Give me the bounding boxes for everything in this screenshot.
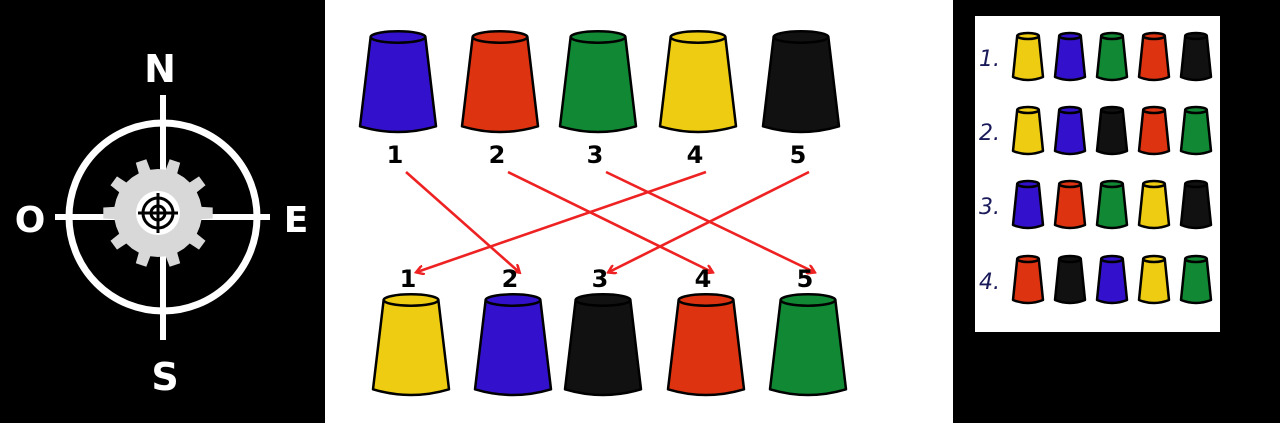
compass-icon: N S E O	[15, 47, 309, 399]
answer-row-2[interactable]: 2.	[979, 105, 1213, 156]
bottom-cup-1	[371, 293, 451, 397]
answer-label-4: 4.	[979, 270, 1000, 295]
top-cup-3	[558, 30, 638, 134]
move-arrow-2-to-4	[507, 170, 712, 272]
answer-3-cup-4	[1137, 179, 1171, 230]
move-arrow-4-to-1	[417, 170, 707, 272]
bottom-cup-label-3: 3	[592, 265, 609, 293]
answer-3-cup-3	[1095, 179, 1129, 230]
answer-label-3: 3.	[979, 195, 1000, 220]
top-cup-label-3: 3	[587, 141, 604, 169]
answer-label-1: 1.	[979, 47, 1000, 72]
answer-4-cup-2	[1053, 254, 1087, 305]
compass-panel: N S E O	[0, 0, 325, 423]
bottom-cup-label-4: 4	[695, 265, 712, 293]
top-cup-2	[460, 30, 540, 134]
top-cup-label-5: 5	[790, 141, 807, 169]
answer-2-cup-1	[1011, 105, 1045, 156]
answer-1-cup-3	[1095, 31, 1129, 82]
move-arrow-5-to-3	[609, 170, 810, 272]
answer-3-cup-2	[1053, 179, 1087, 230]
compass-west-label: O	[15, 200, 46, 241]
bottom-cup-label-5: 5	[797, 265, 814, 293]
puzzle-panel: 1 2 3 4 5 1 2 3 4 5	[325, 0, 953, 423]
answer-row-3[interactable]: 3.	[979, 179, 1213, 230]
compass-ring	[65, 119, 261, 315]
answer-2-cup-3	[1095, 105, 1129, 156]
move-arrow-1-to-2	[405, 171, 519, 272]
answer-1-cup-5	[1179, 31, 1213, 82]
answer-2-cup-2	[1053, 105, 1087, 156]
answer-options: 1. 2. 3. 4.	[979, 31, 1213, 305]
top-cup-label-4: 4	[687, 141, 704, 169]
answer-4-cup-1	[1011, 254, 1045, 305]
answer-2-cup-5	[1179, 105, 1213, 156]
compass-north-label: N	[144, 47, 176, 91]
answer-panel: 1. 2. 3. 4.	[953, 0, 1280, 423]
answer-1-cup-2	[1053, 31, 1087, 82]
answer-row-1[interactable]: 1.	[979, 31, 1213, 82]
top-cup-1	[358, 30, 438, 134]
bottom-cup-label-1: 1	[400, 265, 417, 293]
answer-1-cup-4	[1137, 31, 1171, 82]
answer-3-cup-5	[1179, 179, 1213, 230]
compass-east-label: E	[284, 200, 309, 241]
top-cup-label-1: 1	[387, 141, 404, 169]
answer-4-cup-5	[1179, 254, 1213, 305]
top-cup-label-2: 2	[489, 141, 506, 169]
answer-4-cup-3	[1095, 254, 1129, 305]
answer-label-2: 2.	[979, 121, 1000, 146]
bottom-cup-4	[666, 293, 746, 397]
cup-shuffle-diagram: 1 2 3 4 5 1 2 3 4 5	[358, 30, 848, 397]
bottom-cup-5	[768, 293, 848, 397]
bottom-cup-3	[563, 293, 643, 397]
answer-card: 1. 2. 3. 4.	[975, 16, 1220, 332]
answer-2-cup-4	[1137, 105, 1171, 156]
answer-1-cup-1	[1011, 31, 1045, 82]
compass-south-label: S	[151, 355, 178, 399]
top-cup-4	[658, 30, 738, 134]
top-cup-5	[761, 30, 841, 134]
answer-3-cup-1	[1011, 179, 1045, 230]
bottom-cup-label-2: 2	[502, 265, 519, 293]
answer-row-4[interactable]: 4.	[979, 254, 1213, 305]
answer-4-cup-4	[1137, 254, 1171, 305]
bottom-cup-2	[473, 293, 553, 397]
